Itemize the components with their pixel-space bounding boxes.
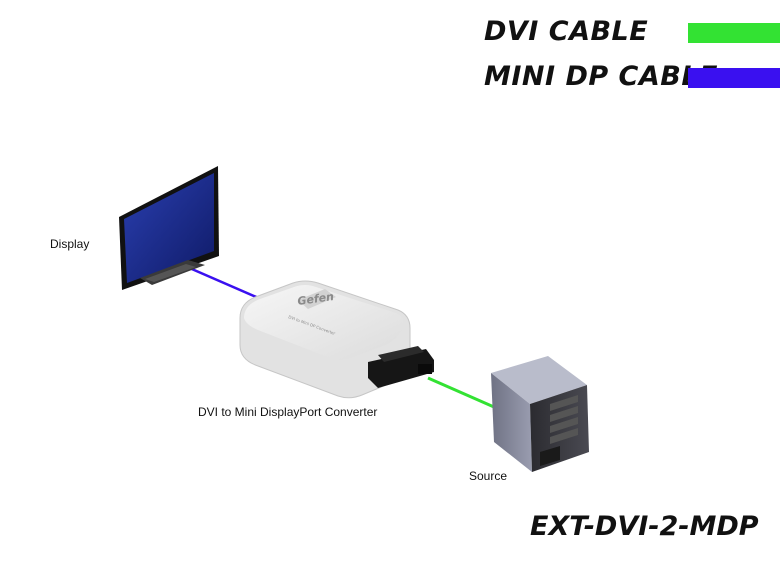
legend-swatch-mini-dp-cable bbox=[688, 68, 780, 88]
converter-brand-logo: Gefen bbox=[297, 290, 335, 308]
source-computer-icon bbox=[491, 356, 589, 472]
display-label: Display bbox=[50, 237, 90, 251]
legend-swatch-dvi-cable bbox=[688, 23, 780, 43]
legend-label-mini-dp-cable: MINI DP CABLE bbox=[484, 61, 718, 92]
dvi-cable bbox=[427, 376, 495, 409]
converter-label: DVI to Mini DisplayPort Converter bbox=[198, 405, 378, 419]
display-monitor-icon bbox=[119, 166, 219, 290]
mini-dp-cable bbox=[177, 261, 271, 305]
legend-label-dvi-cable: DVI CABLE bbox=[484, 16, 649, 47]
converter-box-icon bbox=[239, 280, 434, 399]
model-number: EXT-DVI-2-MDP bbox=[530, 511, 759, 542]
source-label: Source bbox=[469, 469, 508, 483]
